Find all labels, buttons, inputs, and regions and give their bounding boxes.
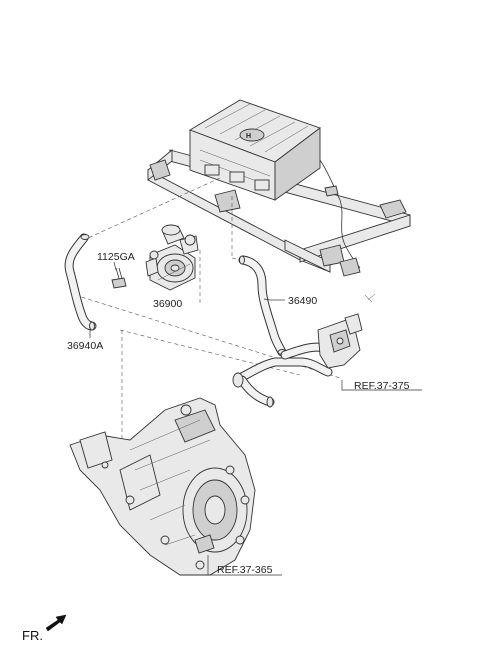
inverter-assembly: H	[147, 99, 411, 277]
coolant-pipe-assembly	[232, 293, 376, 408]
bolt-1125GA	[111, 267, 127, 289]
label-ref-37-365: REF.37-365	[217, 564, 273, 576]
electric-water-pump-36900	[145, 224, 199, 291]
svg-text:H: H	[246, 133, 251, 140]
front-direction-arrow-icon	[45, 614, 67, 632]
label-leaders	[89, 261, 422, 576]
label-pump-36900: 36900	[153, 298, 182, 310]
label-hose-36940A: 36940A	[67, 340, 103, 352]
hose-36940A	[64, 233, 97, 331]
front-indicator: FR.	[22, 614, 67, 643]
transmission-assembly	[69, 397, 256, 576]
label-ref-37-375: REF.37-375	[354, 380, 410, 392]
hose-36490	[238, 255, 287, 357]
label-hose-36490: 36490	[288, 295, 317, 307]
label-bolt-1125GA: 1125GA	[97, 251, 135, 263]
front-label: FR.	[22, 628, 43, 643]
